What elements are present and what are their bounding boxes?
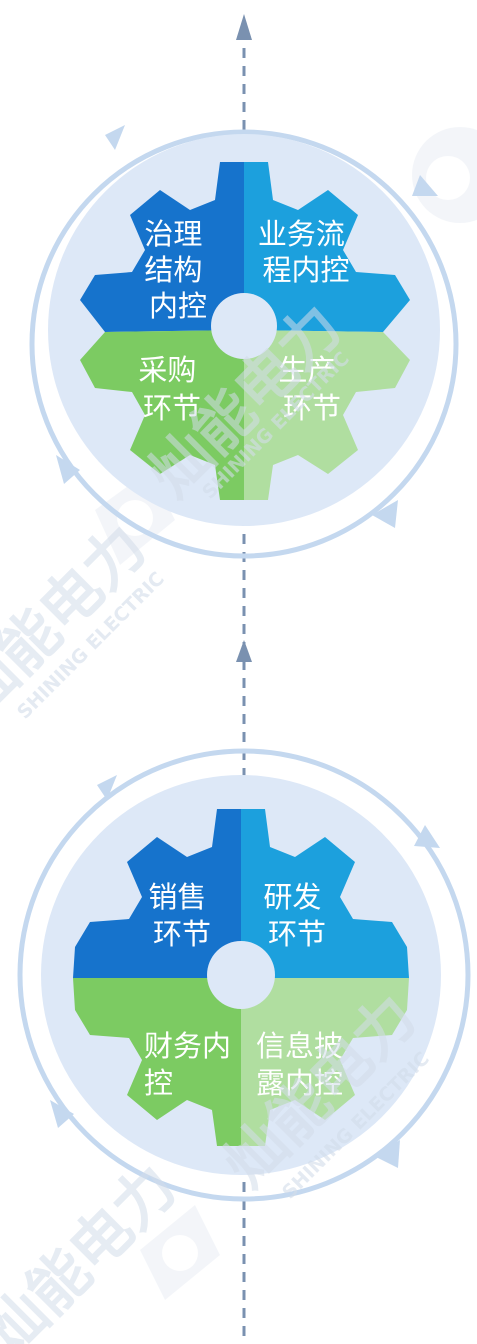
- gear-1-label-bottom-right: 生产 环节: [278, 353, 345, 425]
- gear-2-label-bottom-left: 财务内 控: [144, 1029, 240, 1100]
- cycle-arrow-icon: [50, 1100, 74, 1128]
- gear-quadrant-top-right: [241, 809, 409, 978]
- gear-1-label-top-left: 治理 结构 内控: [144, 217, 211, 323]
- cycle-arrow-icon: [374, 1140, 400, 1168]
- axis-arrow-middle-icon: [236, 640, 252, 662]
- cycle-arrow-icon: [372, 500, 398, 528]
- gear-hub: [207, 941, 275, 1009]
- gear-1: [80, 162, 410, 500]
- gear-group-1: 治理 结构 内控 业务流 程内控 采购 环节 生产 环节: [29, 125, 459, 559]
- gear-quadrant-bottom-left: [80, 330, 244, 500]
- gear-quadrant-top-left: [73, 809, 241, 978]
- gear-quadrant-bottom-right: [241, 978, 409, 1146]
- gear-2-label-bottom-right: 信息披 露内控: [256, 1029, 352, 1100]
- cycle-arrow-icon: [56, 455, 80, 484]
- gear-hub: [211, 293, 277, 359]
- watermark-logo-3: [140, 1205, 220, 1300]
- cycle-ring-2: [17, 748, 471, 1202]
- gear-quadrant-bottom-left: [73, 978, 241, 1146]
- cycle-arrow-icon: [412, 175, 438, 196]
- gear-2-label-top-right: 研发 环节: [263, 880, 330, 951]
- watermark-logo-1: [412, 127, 477, 223]
- cycle-arrow-icon: [414, 825, 440, 848]
- cycle-ring-1: [29, 129, 459, 559]
- cycle-arrow-icon: [97, 775, 117, 800]
- gear-2: [73, 809, 409, 1146]
- gear-group-2: 销售 环节 研发 环节 财务内 控 信息披 露内控: [17, 748, 471, 1202]
- gear-1-label-top-right: 业务流 程内控: [258, 217, 354, 287]
- cycle-arrow-icon: [105, 125, 125, 150]
- gear-quadrant-top-left: [80, 162, 244, 332]
- gear-quadrant-bottom-right: [244, 330, 410, 500]
- gear-quadrant-top-right: [244, 162, 410, 332]
- gear-2-label-top-left: 销售 环节: [148, 880, 215, 951]
- gear-1-label-bottom-left: 采购 环节: [138, 353, 205, 425]
- axis-arrow-top-icon: [236, 14, 252, 40]
